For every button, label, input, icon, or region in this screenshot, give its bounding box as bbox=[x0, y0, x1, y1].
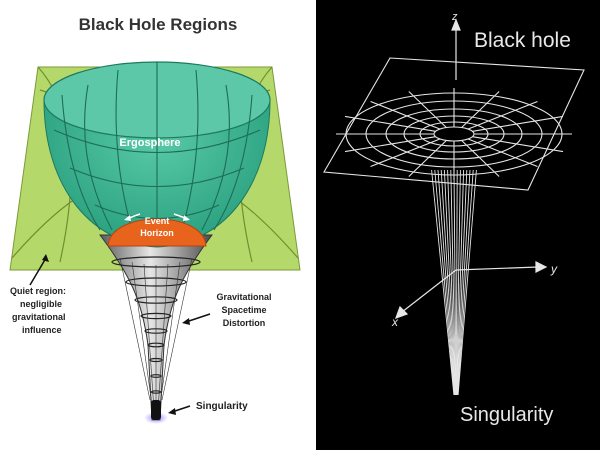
y-axis-label: y bbox=[550, 262, 558, 276]
funnel-line bbox=[457, 169, 477, 396]
x-axis bbox=[401, 269, 457, 313]
ergosphere-label: Ergosphere bbox=[119, 137, 180, 149]
gravitational-funnel bbox=[99, 234, 213, 424]
diagram-title: Black Hole Regions bbox=[79, 15, 238, 34]
grid-radial-line bbox=[370, 138, 441, 168]
funnel-line bbox=[447, 169, 456, 396]
funnel-line bbox=[456, 169, 468, 396]
quiet-region-label-line3: gravitational bbox=[12, 312, 66, 322]
funnel-line bbox=[456, 169, 461, 396]
grid-radial-line bbox=[467, 138, 538, 168]
funnel-line bbox=[457, 169, 471, 396]
spacetime-funnel bbox=[431, 169, 477, 396]
distortion-label-line1: Gravitational bbox=[216, 292, 271, 302]
spacetime-grid-plane bbox=[323, 57, 585, 191]
black-hole-grid-diagram: Black hole z y x Singularity bbox=[316, 0, 600, 450]
black-hole-title: Black hole bbox=[474, 29, 571, 52]
y-axis bbox=[455, 266, 539, 271]
distortion-label-line2: Spacetime bbox=[221, 305, 266, 315]
event-horizon-label-line1: Event bbox=[145, 216, 170, 226]
quiet-region-label-line1: Quiet region: bbox=[10, 286, 66, 296]
distortion-annotation: Gravitational Spacetime Distortion bbox=[182, 292, 272, 328]
funnel-line bbox=[434, 169, 455, 396]
grid-radial-line bbox=[344, 115, 436, 132]
grid-radial-line bbox=[461, 140, 500, 177]
event-horizon: Event Horizon bbox=[107, 213, 207, 247]
distortion-label-line3: Distortion bbox=[223, 318, 266, 328]
funnel-line bbox=[431, 169, 455, 396]
ergosphere-region bbox=[43, 61, 271, 248]
right-diagram-svg: Black hole z y x Singularity bbox=[323, 11, 585, 426]
z-axis-label: z bbox=[451, 11, 458, 23]
funnel-line bbox=[443, 169, 456, 396]
funnel-line bbox=[456, 169, 465, 396]
funnel-line bbox=[457, 169, 474, 396]
singularity-label-right: Singularity bbox=[460, 404, 553, 426]
quiet-region-annotation: Quiet region: negligible gravitational i… bbox=[10, 254, 66, 335]
funnel-line bbox=[450, 169, 457, 396]
grid-radial-line bbox=[472, 115, 564, 132]
quiet-region-label-line2: negligible bbox=[20, 299, 62, 309]
grid-radial-line bbox=[408, 140, 447, 177]
grid-ring bbox=[433, 126, 475, 142]
grid-radial-line bbox=[344, 136, 436, 153]
singularity-label: Singularity bbox=[196, 401, 248, 412]
grid-radial-line bbox=[408, 91, 447, 128]
funnel-line bbox=[455, 169, 458, 396]
funnel-line bbox=[437, 169, 455, 396]
coordinate-axes bbox=[394, 18, 548, 320]
funnel-line bbox=[440, 169, 456, 396]
event-horizon-label-line2: Horizon bbox=[140, 228, 174, 238]
grid-radial-line bbox=[461, 91, 500, 128]
singularity-annotation: Singularity bbox=[168, 401, 248, 415]
grid-radial-line bbox=[467, 100, 538, 130]
grid-radial-line bbox=[370, 100, 441, 130]
left-diagram-svg: Black Hole Regions bbox=[9, 15, 301, 424]
x-axis-label: x bbox=[391, 315, 399, 329]
funnel-line bbox=[453, 169, 457, 396]
grid-radial-line bbox=[472, 136, 564, 153]
black-hole-regions-diagram: Black Hole Regions bbox=[9, 15, 301, 424]
quiet-region-label-line4: influence bbox=[22, 325, 62, 335]
